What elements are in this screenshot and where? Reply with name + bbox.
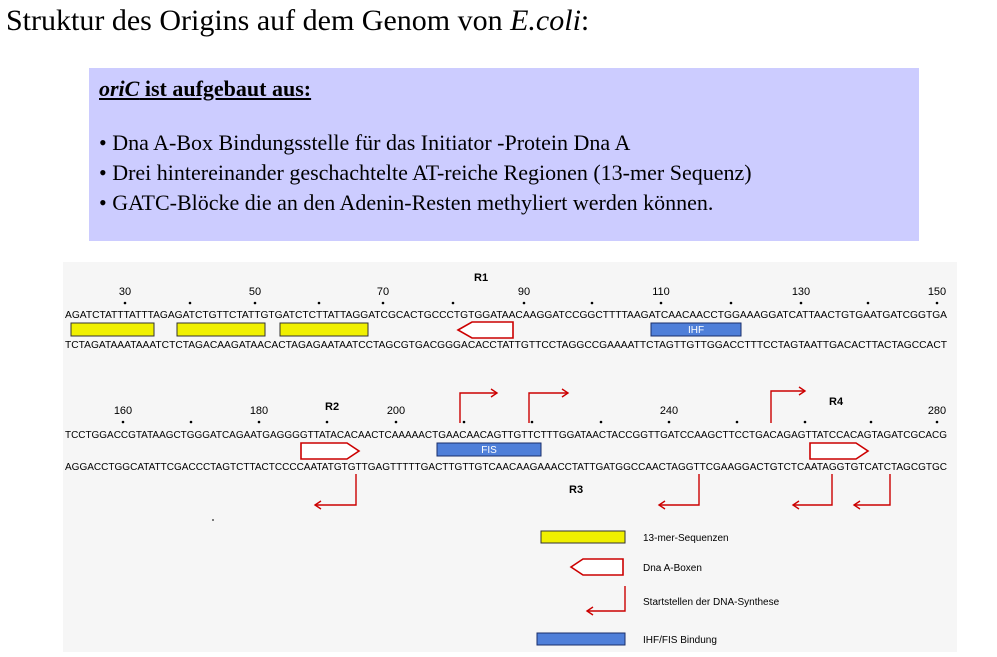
legend-start-arrow [587,586,626,612]
title-main: Struktur des Origins auf dem Genom von [6,4,511,37]
dnaa-box [456,321,514,339]
page-title: Struktur des Origins auf dem Genom von E… [6,4,589,38]
start-site-arrows-top [459,386,807,423]
position-number: 280 [928,405,946,417]
info-box: oriC ist aufgebaut aus: • Dna A-Box Bind… [89,68,919,241]
position-number: 240 [660,405,678,417]
dnaa-box [809,442,870,460]
ihf-binding-box [650,322,742,337]
info-heading: oriC ist aufgebaut aus: [99,76,909,102]
position-number: 30 [119,286,131,298]
position-number: 130 [792,286,810,298]
position-number: 90 [518,286,530,298]
mer13-box [279,322,369,337]
dna-bottom-strand-row2: AGGACCTGGCATATTCGACCCTAGTCTTACTCCCCAATAT… [65,462,947,473]
info-heading-oric: oriC [99,76,140,101]
legend-start-arrowhead [585,606,594,616]
stray-dot [212,519,214,521]
legend-dnaa-label: Dna A-Boxen [643,563,702,574]
fis-label: FIS [481,445,497,456]
dna-top-strand-row2: TCCTGGACCGTATAAGCTGGGATCAGAATGAGGGGTTATA… [65,430,947,441]
dna-top-strand-row1: AGATCTATTTATTTAGAGATCTGTTCTATTGTGATCTCTT… [65,310,947,321]
position-number: 110 [652,286,670,298]
dna-bottom-strand-row1: TCTAGATAAATAAATCTCTAGACAAGATAACACTAGAGAA… [65,340,947,351]
region-label-r2: R2 [325,401,339,413]
ihf-label: IHF [688,325,704,336]
bullet-dnaa-box: • Dna A-Box Bindungsstelle für das Initi… [99,130,631,155]
legend-binding-label: IHF/FIS Bindung [643,635,717,646]
region-label-r1: R1 [474,272,488,284]
legend-mer13-label: 13-mer-Sequenzen [643,533,729,544]
fis-binding-box [436,442,542,457]
position-number: 200 [387,405,405,417]
region-label-r3: R3 [569,484,583,496]
position-number: 180 [250,405,268,417]
position-number: 50 [249,286,261,298]
oric-diagram: R1 30 50 70 90 110 130 150 AGATCTATTTATT… [63,262,957,652]
oric-sequence-svg: R1 30 50 70 90 110 130 150 AGATCTATTTATT… [65,272,947,646]
info-heading-rest: ist aufgebaut aus: [139,76,312,101]
position-number: 150 [928,286,946,298]
bullet-gatc-blocks: • GATC-Blöcke die an den Adenin-Resten m… [99,190,714,215]
bullet-at-regions: • Drei hintereinander geschachtelte AT-r… [99,160,752,185]
dnaa-box [300,442,361,460]
title-suffix: : [580,4,590,37]
legend-start-label: Startstellen der DNA-Synthese [643,597,780,608]
tick-dots-row2 [121,420,939,424]
legend-mer13-swatch [540,530,626,544]
start-site-arrows-bottom [313,474,891,510]
region-label-r4: R4 [829,396,844,408]
legend: 13-mer-Sequenzen Dna A-Boxen Startstelle… [536,530,780,646]
legend-dnaa-swatch [569,558,624,576]
mer13-box [176,322,266,337]
position-number: 70 [377,286,389,298]
mer13-box [70,322,155,337]
legend-binding-swatch [536,632,626,646]
position-number: 160 [114,405,132,417]
title-species: E.coli [510,4,581,37]
tick-dots-row1 [123,301,939,305]
